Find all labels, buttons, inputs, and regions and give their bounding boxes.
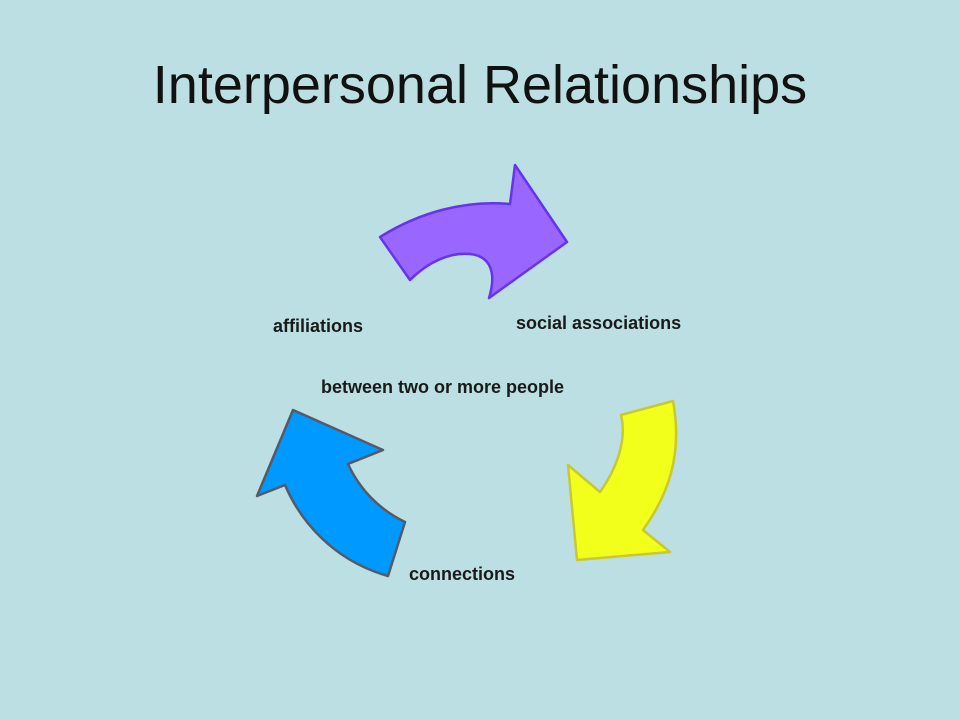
cycle-arrow-left [255, 408, 407, 578]
cycle-arrow-right [566, 399, 678, 562]
slide-title: Interpersonal Relationships [152, 55, 808, 115]
cycle-arrow-top [378, 163, 569, 300]
node-label-social-associations: social associations [516, 313, 682, 333]
node-label-affiliations: affiliations [273, 316, 364, 336]
node-label-connections: connections [409, 564, 516, 584]
center-label: between two or more people [321, 377, 565, 397]
